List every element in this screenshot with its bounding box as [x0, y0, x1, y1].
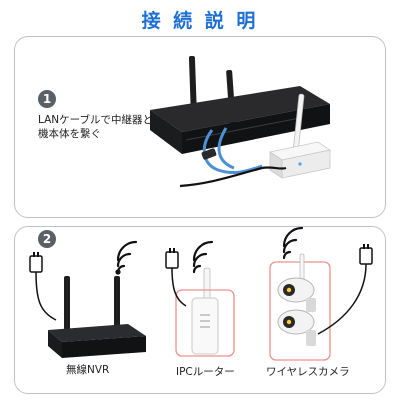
- step2-router-device: [175, 267, 235, 357]
- step1-lan-cable: [179, 127, 287, 188]
- nvr-power-adapter: [29, 252, 57, 321]
- camera-wifi-icon: [282, 226, 304, 260]
- step1-caption-line2: 機本体を繋ぐ: [38, 128, 101, 140]
- camera-1: [277, 253, 316, 312]
- nvr-wifi-icon: [115, 240, 138, 275]
- step1-caption-line1: LANケーブルで中継器と録画: [38, 114, 174, 126]
- router-wifi-icon: [192, 240, 214, 274]
- page-title: 接 続 説 明: [141, 10, 259, 32]
- step2-badge: 2: [38, 230, 56, 248]
- camera-2: [277, 309, 316, 346]
- cameras-power-adapter: [317, 244, 373, 335]
- cameras-label: ワイヤレスカメラ: [266, 366, 350, 378]
- router-power-adapter: [165, 248, 187, 307]
- step1-badge: 1: [38, 90, 56, 108]
- nvr-label: 無線NVR: [66, 364, 110, 376]
- step1-repeater: [268, 93, 332, 179]
- step2-nvr-device: [48, 276, 146, 358]
- router-label: IPCルーター: [176, 366, 235, 378]
